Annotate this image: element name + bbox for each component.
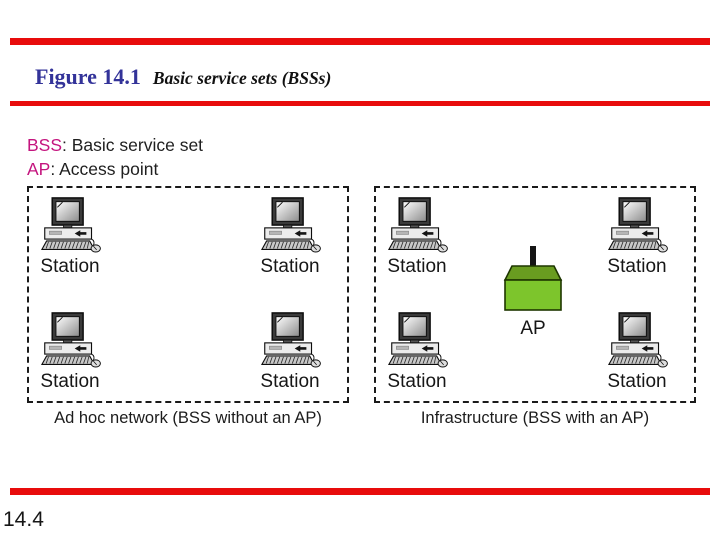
station-adhoc-top-left: Station: [30, 197, 110, 278]
station-label: Station: [40, 256, 100, 277]
station-label: Station: [40, 371, 100, 392]
station-adhoc-top-right: Station: [250, 197, 330, 278]
infrastructure-bss-box: [374, 186, 696, 403]
legend-line-bss: BSS: Basic service set: [27, 134, 203, 158]
legend-line-ap: AP: Access point: [27, 158, 203, 182]
figure-caption: Basic service sets (BSSs): [152, 68, 332, 88]
station-infra-top-left: Station: [377, 197, 457, 278]
figure-number: Figure 14.1: [35, 64, 141, 89]
adhoc-box-caption: Ad hoc network (BSS without an AP): [54, 409, 322, 427]
station-infra-top-right: Station: [597, 197, 677, 278]
top-rule: [10, 38, 710, 45]
station-label: Station: [387, 371, 447, 392]
figure-title: Figure 14.1 Basic service sets (BSSs): [35, 64, 695, 90]
legend-term-bss: BSS: [27, 135, 63, 155]
station-icon: [37, 312, 103, 370]
legend-def-ap: : Access point: [50, 158, 159, 179]
station-icon: [604, 312, 670, 370]
station-icon: [37, 197, 103, 255]
title-underline-rule: [10, 101, 710, 106]
bottom-rule: [10, 488, 710, 495]
station-label: Station: [607, 256, 667, 277]
station-label: Station: [260, 256, 320, 277]
station-icon: [257, 197, 323, 255]
station-label: Station: [387, 256, 447, 277]
station-adhoc-bottom-left: Station: [30, 312, 110, 393]
adhoc-bss-box: [27, 186, 349, 403]
station-infra-bottom-left: Station: [377, 312, 457, 393]
page-number: 14.4: [3, 508, 44, 531]
legend-term-ap: AP: [27, 158, 51, 179]
access-point-icon: [501, 246, 565, 316]
abbreviation-legend: BSS: Basic service set AP: Access point: [27, 134, 203, 181]
ap-label: AP: [520, 318, 546, 339]
station-icon: [384, 312, 450, 370]
station-infra-bottom-right: Station: [597, 312, 677, 393]
station-label: Station: [607, 371, 667, 392]
station-label: Station: [260, 371, 320, 392]
station-icon: [384, 197, 450, 255]
station-adhoc-bottom-right: Station: [250, 312, 330, 393]
infrastructure-box-caption: Infrastructure (BSS with an AP): [420, 409, 650, 427]
legend-def-bss: : Basic service set: [62, 135, 204, 155]
station-icon: [604, 197, 670, 255]
station-icon: [257, 312, 323, 370]
